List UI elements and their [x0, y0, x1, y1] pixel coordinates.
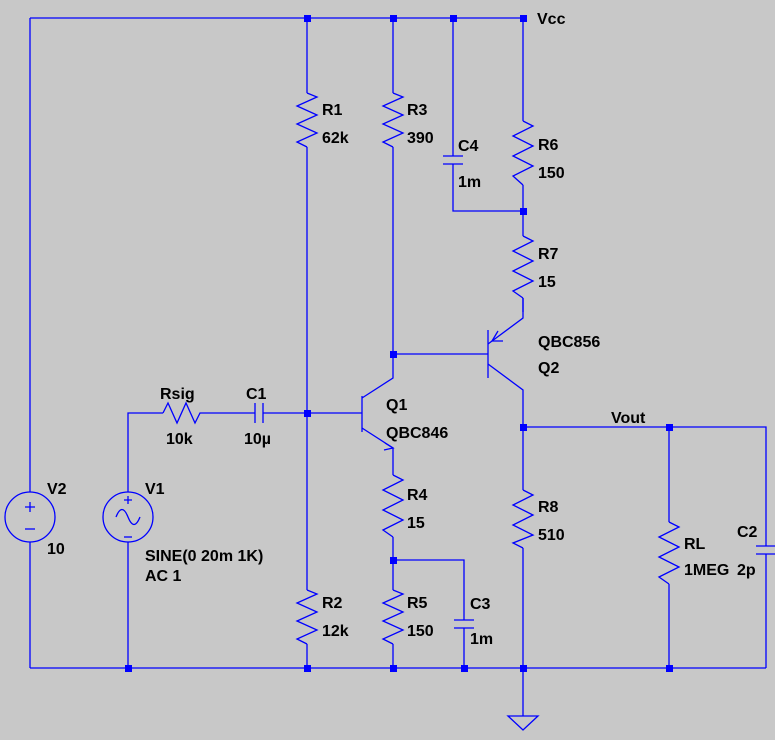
r8-resistor[interactable] — [511, 489, 535, 549]
r1-value: 62k — [322, 130, 349, 147]
q1-collector-wire — [361, 354, 394, 399]
plus-icon — [25, 502, 35, 512]
r3-value: 390 — [407, 130, 434, 147]
c1-value: 10µ — [244, 431, 271, 448]
v2-value: 10 — [47, 541, 65, 558]
r2-name: R2 — [322, 595, 343, 612]
c4-wire — [452, 18, 523, 212]
q1-name: Q1 — [386, 397, 407, 414]
v1-name: V1 — [145, 481, 165, 498]
q1-emitter-arrow — [383, 442, 395, 451]
rsig-resistor[interactable] — [162, 401, 205, 425]
v2-source[interactable] — [4, 491, 56, 543]
q2-collector-wire — [487, 363, 524, 668]
c4-capacitor[interactable] — [443, 155, 463, 165]
r6-resistor[interactable] — [511, 120, 535, 186]
r2-resistor[interactable] — [295, 589, 319, 645]
r8-value: 510 — [538, 527, 565, 544]
r5-resistor[interactable] — [381, 589, 405, 645]
r1-name: R1 — [322, 102, 343, 119]
v1-value: SINE(0 20m 1K) — [145, 548, 263, 565]
c2-value: 2p — [737, 562, 756, 579]
r6-value: 150 — [538, 165, 565, 182]
c1-capacitor[interactable] — [254, 403, 264, 423]
q1-emitter-wire — [361, 427, 394, 668]
sine-wave-icon — [115, 508, 141, 526]
c2-name: C2 — [737, 524, 758, 541]
resistors — [162, 92, 681, 645]
wires — [29, 17, 767, 716]
vcc-label: Vcc — [537, 11, 566, 28]
r4-name: R4 — [407, 487, 428, 504]
r5-name: R5 — [407, 595, 428, 612]
rsig-name: Rsig — [160, 386, 195, 403]
r2-value: 12k — [322, 623, 349, 640]
vout-label: Vout — [611, 410, 646, 427]
junctions — [125, 15, 673, 672]
rl-name: RL — [684, 536, 706, 553]
v2-name: V2 — [47, 481, 67, 498]
rsig-value: 10k — [166, 431, 193, 448]
r8-name: R8 — [538, 499, 559, 516]
q2-model: QBC856 — [538, 334, 600, 351]
c4-value: 1m — [458, 174, 481, 191]
v1-ac: AC 1 — [145, 568, 182, 585]
q2-name: Q2 — [538, 360, 559, 377]
q2-transistor[interactable] — [490, 330, 503, 342]
c3-value: 1m — [470, 631, 493, 648]
r7-value: 15 — [538, 274, 556, 291]
ground-icon — [506, 715, 540, 731]
capacitors — [254, 155, 775, 629]
q2-emitter-wire — [487, 298, 524, 345]
c1-name: C1 — [246, 386, 267, 403]
r4-resistor[interactable] — [381, 474, 405, 538]
rl-resistor[interactable] — [657, 521, 681, 585]
q1-transistor[interactable] — [361, 396, 395, 451]
v1-wire — [127, 412, 163, 668]
c4-name: C4 — [458, 138, 479, 155]
c3-capacitor[interactable] — [454, 619, 474, 629]
q2-emitter-arrow — [490, 330, 503, 342]
r3-resistor[interactable] — [381, 92, 405, 148]
vout-wire — [523, 426, 767, 668]
rl-value: 1MEG — [684, 562, 729, 579]
r1-resistor[interactable] — [295, 92, 319, 148]
r6-name: R6 — [538, 137, 559, 154]
r7-name: R7 — [538, 246, 559, 263]
plus-icon — [124, 496, 132, 504]
c2-capacitor[interactable] — [756, 545, 775, 555]
labels: Vcc Vout R1 62k R2 12k R3 390 R4 15 R5 1… — [47, 11, 758, 648]
v1-source[interactable] — [102, 491, 154, 543]
c3-name: C3 — [470, 596, 491, 613]
r3-name: R3 — [407, 102, 428, 119]
r7-resistor[interactable] — [511, 235, 535, 299]
c3-wire — [393, 559, 465, 668]
r5-value: 150 — [407, 623, 434, 640]
q1-model: QBC846 — [386, 425, 448, 442]
r4-value: 15 — [407, 515, 425, 532]
